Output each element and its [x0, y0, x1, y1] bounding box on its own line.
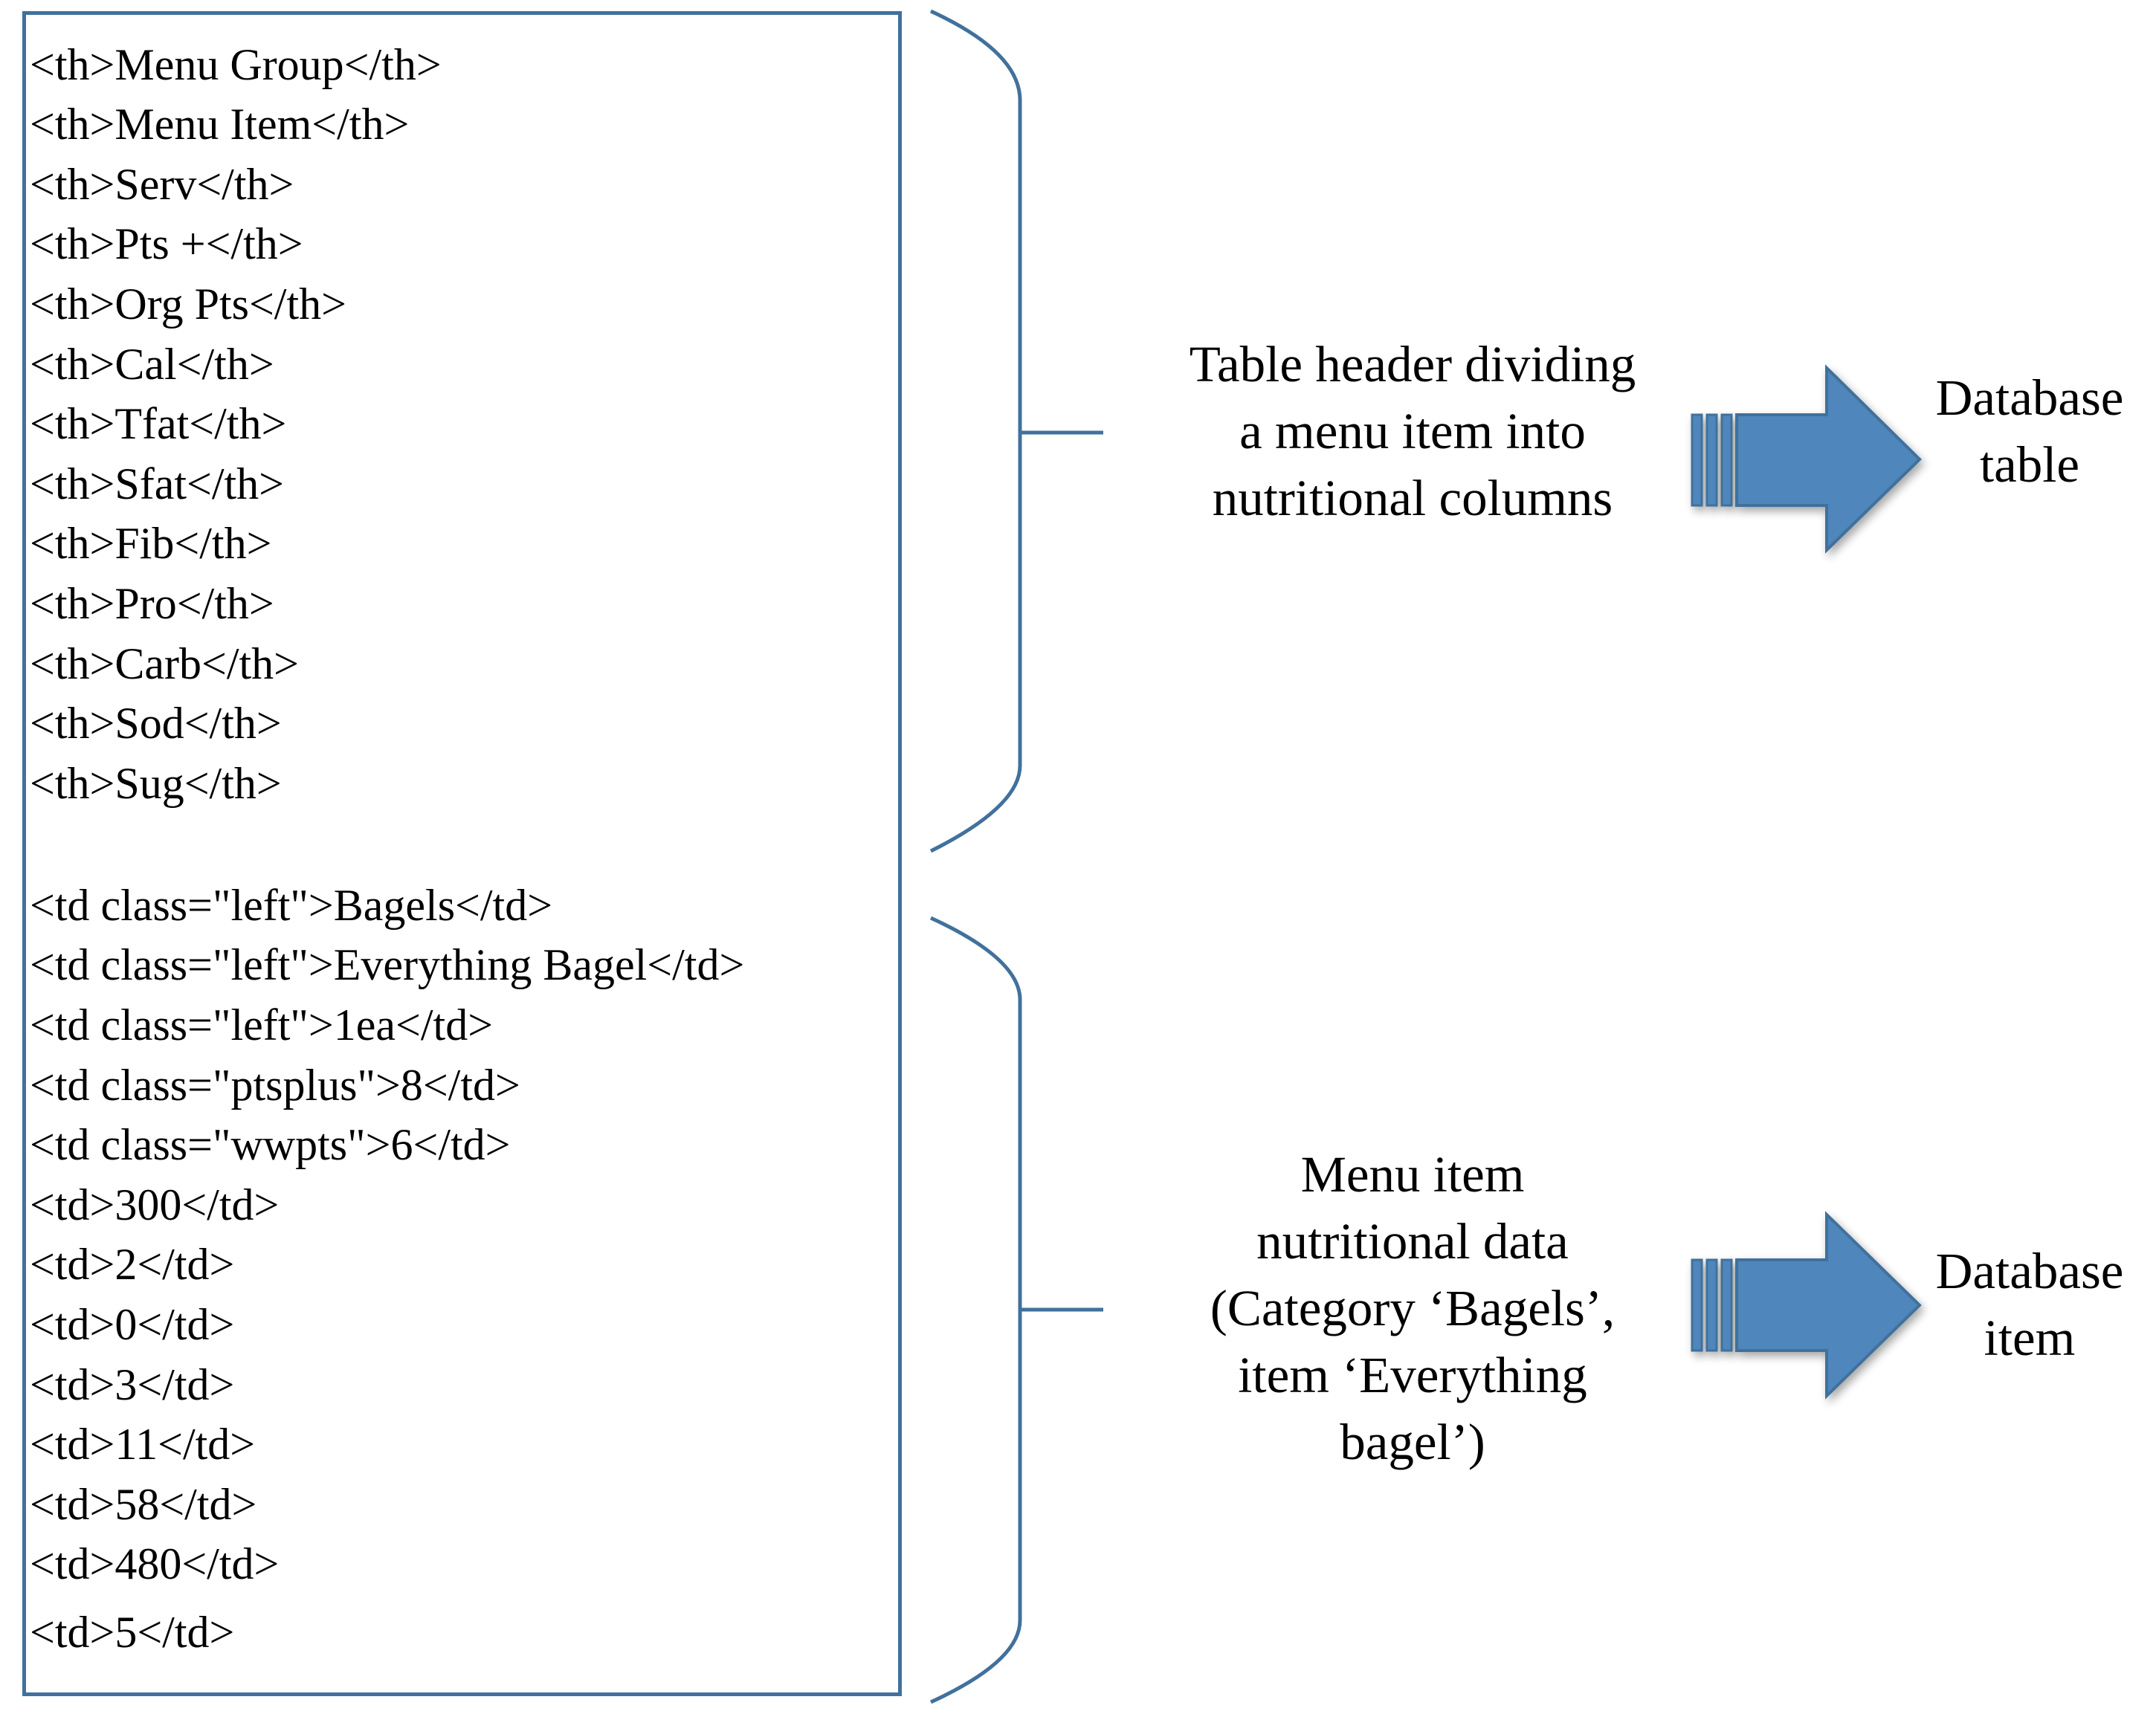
code-line: <th>Menu Item</th>: [30, 100, 410, 149]
data-description-line: Menu item: [1300, 1146, 1525, 1203]
code-line: <td>5</td>: [30, 1608, 235, 1657]
database-item-line: Database: [1935, 1243, 2124, 1299]
code-line: <th>Sug</th>: [30, 759, 282, 808]
code-line: <td>58</td>: [30, 1480, 257, 1529]
code-line: <td>480</td>: [30, 1539, 280, 1588]
data-description-line: bagel’): [1340, 1414, 1485, 1470]
data-description-line: item ‘Everything: [1238, 1347, 1587, 1403]
database-table-line: Database: [1935, 369, 2124, 426]
header-arrow-shape: [1735, 364, 1922, 554]
header-description-line: nutritional columns: [1212, 470, 1613, 526]
code-line: <th>Menu Group</th>: [30, 40, 442, 89]
header-description-line: Table header dividing: [1189, 336, 1636, 392]
header-group-description: Table header dividing a menu item into n…: [1145, 331, 1680, 531]
data-arrow-shape: [1735, 1211, 1922, 1400]
data-group-brace: [929, 916, 1022, 1704]
code-line: <td class="wwpts">6</td>: [30, 1120, 511, 1169]
code-line: <th>Sod</th>: [30, 699, 282, 748]
header-arrow-stripe: [1705, 413, 1718, 507]
code-line: <th>Cal</th>: [30, 340, 274, 389]
database-table-label: Database table: [1918, 364, 2141, 498]
code-line: <th>Pts +</th>: [30, 219, 303, 268]
code-line: <th>Serv</th>: [30, 160, 294, 209]
code-line: <th>Sfat</th>: [30, 459, 285, 508]
header-block-arrow: [1691, 364, 1922, 554]
code-line: <td class="left">1ea</td>: [30, 1000, 494, 1050]
code-line: <td>0</td>: [30, 1300, 235, 1349]
code-line: <th>Pro</th>: [30, 579, 274, 628]
code-line: <td class="left">Everything Bagel</td>: [30, 940, 745, 989]
code-line: <td>3</td>: [30, 1360, 235, 1409]
data-arrow-stripe: [1720, 1258, 1733, 1352]
database-item-line: item: [1984, 1310, 2076, 1366]
data-arrow-stripe: [1691, 1258, 1703, 1352]
code-line: <th>Carb</th>: [30, 639, 299, 688]
data-description-line: nutritional data: [1256, 1213, 1569, 1270]
header-arrow-stripe: [1720, 413, 1733, 507]
code-line: <td>300</td>: [30, 1180, 280, 1229]
code-line: <th>Org Pts</th>: [30, 279, 346, 329]
header-description-line: a menu item into: [1239, 403, 1586, 459]
code-line: <td class="ptsplus">8</td>: [30, 1061, 520, 1110]
header-group-brace: [929, 9, 1022, 853]
data-description-line: (Category ‘Bagels’,: [1210, 1280, 1616, 1336]
data-group-description: Menu item nutritional data (Category ‘Ba…: [1145, 1141, 1680, 1475]
code-line: <th>Fib</th>: [30, 519, 272, 568]
database-item-label: Database item: [1918, 1238, 2141, 1371]
data-arrow-stripe: [1705, 1258, 1718, 1352]
html-code-box: [22, 11, 902, 1696]
code-line: <th>Tfat</th>: [30, 399, 287, 448]
header-arrow-stripe: [1691, 413, 1703, 507]
database-table-line: table: [1979, 436, 2080, 493]
code-line: <td>11</td>: [30, 1420, 256, 1469]
code-line: <td>2</td>: [30, 1240, 235, 1289]
code-line: <td class="left">Bagels</td>: [30, 881, 553, 930]
data-block-arrow: [1691, 1211, 1922, 1400]
